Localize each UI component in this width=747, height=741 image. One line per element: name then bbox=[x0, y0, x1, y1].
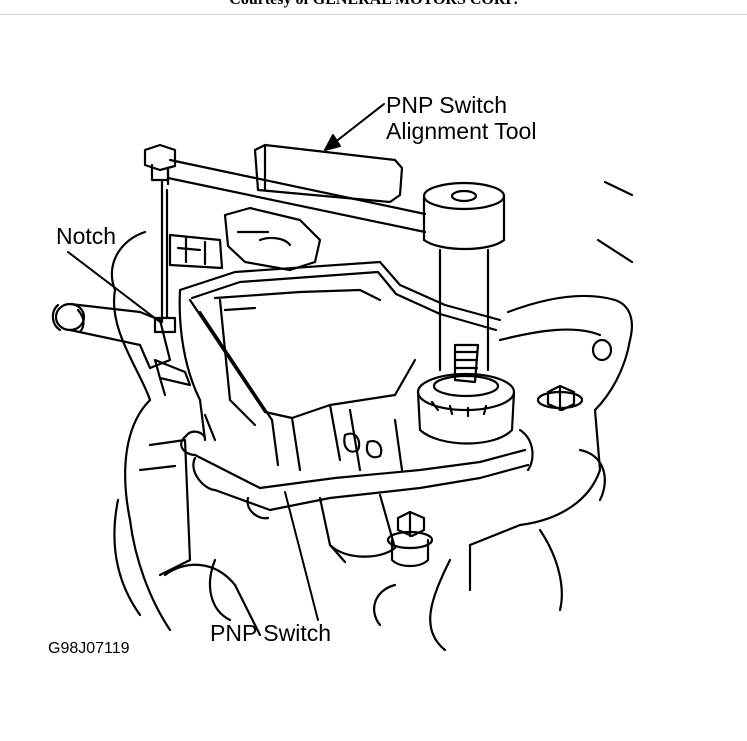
mounting-bolt-upper-right bbox=[536, 384, 584, 412]
alignment-tool-label-line1: PNP Switch bbox=[386, 92, 508, 118]
housing-cover bbox=[168, 206, 382, 312]
mounting-bracket bbox=[318, 493, 397, 564]
pnp-switch-housing bbox=[178, 260, 534, 520]
pnp-switch-leader bbox=[284, 491, 319, 621]
alignment-tool-knob bbox=[416, 181, 516, 445]
leader-lines bbox=[67, 103, 385, 621]
notch-label: Notch bbox=[56, 223, 117, 249]
alignment-tool-label-line2: Alignment Tool bbox=[386, 118, 537, 144]
mounting-bolt-lower bbox=[386, 510, 434, 568]
notch-leader bbox=[67, 251, 161, 323]
alignment-tool-arrowhead bbox=[324, 134, 341, 151]
pnp-alignment-tool bbox=[143, 143, 427, 334]
transmission-case-left bbox=[110, 230, 262, 637]
harness-connector-tube bbox=[51, 302, 192, 397]
pnp-switch-label: PNP Switch bbox=[210, 620, 332, 646]
courtesy-credit: Courtesy of GENERAL MOTORS CORP. bbox=[0, 0, 747, 9]
transmission-case-right bbox=[373, 180, 634, 652]
figure-id: G98J07119 bbox=[48, 640, 130, 657]
header-divider bbox=[0, 14, 747, 15]
